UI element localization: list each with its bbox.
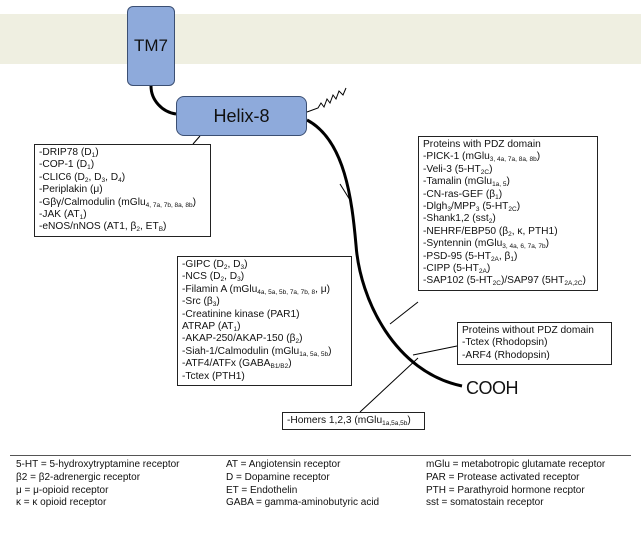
no-pdz-item: -ARF4 (Rhodopsin)	[462, 349, 550, 361]
interactor-item: -Periplakin (μ)	[39, 184, 103, 196]
pdz-item: -PICK-1 (mGlu3, 4a, 7a, 8a, 8b)	[423, 151, 541, 164]
tm7-label: TM7	[134, 36, 168, 55]
interactor-item: -AKAP-250/AKAP-150 (β2)	[182, 333, 303, 346]
pdz-item: -Tamalin (mGlu1a, 5)	[423, 176, 510, 189]
pdz-item: -Shank1,2 (sst2)	[423, 213, 496, 226]
interactor-item: -DRIP78 (D1)	[39, 147, 99, 159]
pdz-item: -SAP102 (5-HT2C)/SAP97 (5HT2A,2C)	[423, 275, 586, 288]
interactor-item: -GIPC (D2, D3)	[182, 259, 248, 271]
legend-divider	[10, 455, 631, 456]
pointer-pdz-box	[389, 301, 419, 325]
tm7-segment: TM7	[127, 6, 175, 86]
helix-8-label: Helix-8	[213, 105, 270, 126]
interactor-box-left: -DRIP78 (D1)-COP-1 (D1)-CLIC6 (D2, D3, D…	[34, 144, 211, 237]
no-pdz-domain-box: Proteins without PDZ domain-Tctex (Rhodo…	[457, 322, 612, 366]
interactor-item: -CLIC6 (D2, D3, D4)	[39, 171, 126, 184]
pointer-left-box	[192, 135, 201, 145]
cell-membrane	[0, 14, 641, 64]
cooh-terminus-label: COOH	[466, 378, 519, 398]
legend-entry: PTH = Parathyroid hormone recptor	[426, 484, 585, 496]
helix-8-segment: Helix-8	[176, 96, 307, 136]
pdz-item: -Veli-3 (5-HT2C)	[423, 163, 493, 176]
legend-entry: D = Dopamine receptor	[226, 471, 330, 483]
interactor-item: -Filamin A (mGlu4a, 5a, 5b, 7a, 7b, 8, μ…	[182, 283, 331, 296]
legend-entry: κ = κ opioid receptor	[16, 497, 107, 509]
pdz-item: -CIPP (5-HT2A)	[423, 263, 491, 276]
legend-entry: GABA = gamma-aminobutyric acid	[226, 497, 380, 509]
pdz-item: -NEHRF/EBP50 (β2, κ, PTH1)	[423, 225, 558, 238]
interactor-item: -COP-1 (D1)	[39, 159, 95, 172]
tm7-helix-link	[149, 85, 177, 116]
pdz-header: Proteins with PDZ domain	[423, 139, 541, 150]
pdz-domain-box: Proteins with PDZ domain-PICK-1 (mGlu3, …	[418, 136, 598, 291]
interactor-item: -Creatinine kinase (PAR1)	[182, 308, 300, 320]
interactor-item: -ATF4/ATFx (GABAB1/B2)	[182, 358, 292, 371]
interactor-item: -Tctex (PTH1)	[182, 370, 245, 382]
c-terminal-tail	[306, 118, 463, 388]
interactor-item: -Gβγ/Calmodulin (mGlu4, 7a, 7b, 8a, 8b)	[39, 196, 197, 209]
no-pdz-item: -Tctex (Rhodopsin)	[462, 337, 548, 349]
pointer-no-pdz-box	[412, 345, 458, 356]
legend-entry: 5-HT = 5-hydroxytryptamine receptor	[16, 459, 180, 470]
interactor-item: -Siah-1/Calmodulin (mGlu1a, 5a, 5b)	[182, 345, 332, 358]
legend-entry: β2 = β2-adrenergic receptor	[16, 471, 141, 483]
pointer-middle-box	[339, 183, 351, 201]
interactor-item: -JAK (AT1)	[39, 209, 87, 222]
legend-entry: mGlu = metabotropic glutamate receptor	[426, 459, 606, 470]
interactor-item: ATRAP (AT1)	[182, 321, 241, 334]
palmitoyl-squiggle	[306, 87, 347, 113]
no-pdz-header: Proteins without PDZ domain	[462, 325, 594, 336]
pointer-homers-box	[359, 357, 419, 413]
pdz-item: -CN-ras-GEF (β1)	[423, 188, 503, 201]
legend-entry: μ = μ-opioid receptor	[16, 484, 109, 496]
interactor-item: -NCS (D2, D3)	[182, 271, 245, 284]
interactor-box-middle: -GIPC (D2, D3)-NCS (D2, D3)-Filamin A (m…	[177, 256, 352, 387]
legend-entry: ET = Endothelin	[226, 484, 298, 496]
pdz-item: -PSD-95 (5-HT2A, β1)	[423, 250, 518, 263]
homers-box: -Homers 1,2,3 (mGlu1a,5a,5b)	[282, 412, 425, 431]
homers-item: -Homers 1,2,3 (mGlu1a,5a,5b)	[287, 415, 411, 427]
legend-entry: PAR = Protease activated receptor	[426, 471, 580, 483]
pdz-item: -Dlgh3/MPP3 (5-HT2C)	[423, 201, 521, 214]
pdz-item: -Syntennin (mGlu3, 4a, 6, 7a, 7b)	[423, 238, 550, 251]
legend-entry: sst = somatostain receptor	[426, 497, 544, 509]
legend-entry: AT = Angiotensin receptor	[226, 459, 341, 470]
interactor-item: -eNOS/nNOS (AT1, β2, ETB)	[39, 221, 167, 234]
interactor-item: -Src (β3)	[182, 296, 220, 309]
